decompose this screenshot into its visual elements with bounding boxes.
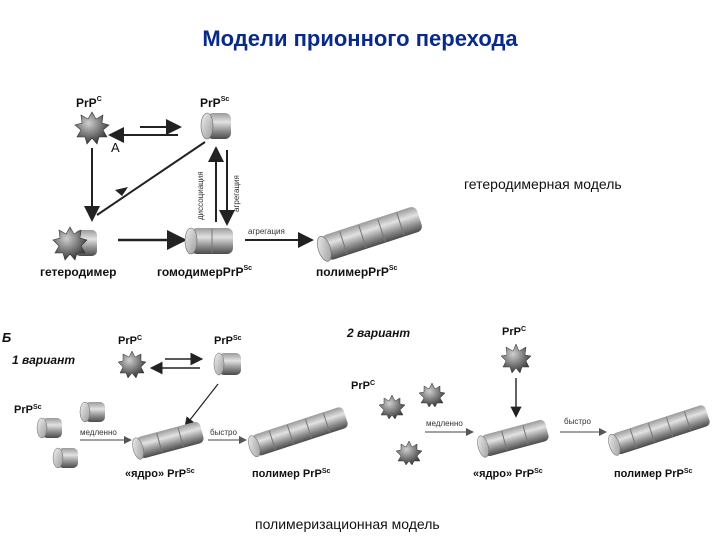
letter-a: A xyxy=(111,140,120,155)
label-aggregation-vertical: агрегация xyxy=(232,175,241,212)
polymer-top xyxy=(315,206,424,263)
label-dissociation: диссоциация xyxy=(196,171,205,220)
prpsc-monomer-top xyxy=(201,113,231,139)
label-v1-nucleus: «ядро» PrPSc xyxy=(125,468,195,480)
label-v2-polymer: полимер PrPSc xyxy=(614,468,692,480)
label-heterodimer: гетеродимер xyxy=(40,265,116,279)
v1-prpsc-scatter-1 xyxy=(37,418,62,438)
label-prpc-top: PrPC xyxy=(76,96,102,110)
label-v2-prpc-top: PrPC xyxy=(502,326,526,338)
v2-prpc-scatter-1 xyxy=(379,395,405,419)
v1-prpsc-scatter-2 xyxy=(80,402,105,422)
label-v2-nucleus: «ядро» PrPSc xyxy=(473,468,543,480)
label-v1-slow: медленно xyxy=(80,428,117,437)
heterodimer-complex xyxy=(53,227,97,260)
homodimer-prpsc xyxy=(185,228,233,254)
v1-prpc-monomer xyxy=(118,351,146,378)
v2-polymer xyxy=(606,404,711,457)
label-v1-prpc: PrPC xyxy=(118,335,142,347)
label-v1-polymer: полимер PrPSc xyxy=(252,468,330,480)
label-v2-slow: медленно xyxy=(426,419,463,428)
label-v1-prpsc: PrPSc xyxy=(214,335,242,347)
label-homodimer: гомодимерPrPSc xyxy=(157,265,252,279)
label-aggregation-horizontal: агрегация xyxy=(248,227,285,236)
label-v1-fast: быстро xyxy=(210,428,237,437)
v2-nucleus xyxy=(475,419,549,459)
v2-prpc-top xyxy=(501,344,531,373)
v2-prpc-scatter-3 xyxy=(396,441,422,465)
v2-prpc-scatter-2 xyxy=(419,383,445,407)
prpc-monomer-top xyxy=(75,112,109,144)
v1-polymer xyxy=(246,406,349,458)
page-title: Модели прионного перехода xyxy=(0,26,720,52)
label-prpsc-top: PrPSc xyxy=(200,96,229,110)
heterodimer-model-caption: гетеродимерная модель xyxy=(464,176,622,192)
label-v2-prpc-left: PrPC xyxy=(351,380,375,392)
v1-prpsc-scatter-3 xyxy=(53,448,78,468)
v1-prpsc-monomer xyxy=(214,353,241,375)
label-polymer-top: полимерPrPSc xyxy=(316,265,397,279)
label-v1-prpsc-left: PrPSc xyxy=(14,404,42,416)
label-variant-2: 2 вариант xyxy=(347,326,410,340)
label-variant-1: 1 вариант xyxy=(12,353,75,367)
polymerization-model-caption: полимеризационная модель xyxy=(255,516,440,532)
letter-b: Б xyxy=(2,330,11,345)
label-v2-fast: быстро xyxy=(564,417,591,426)
v1-arrow-diagonal xyxy=(186,384,218,425)
v1-nucleus xyxy=(130,421,204,461)
